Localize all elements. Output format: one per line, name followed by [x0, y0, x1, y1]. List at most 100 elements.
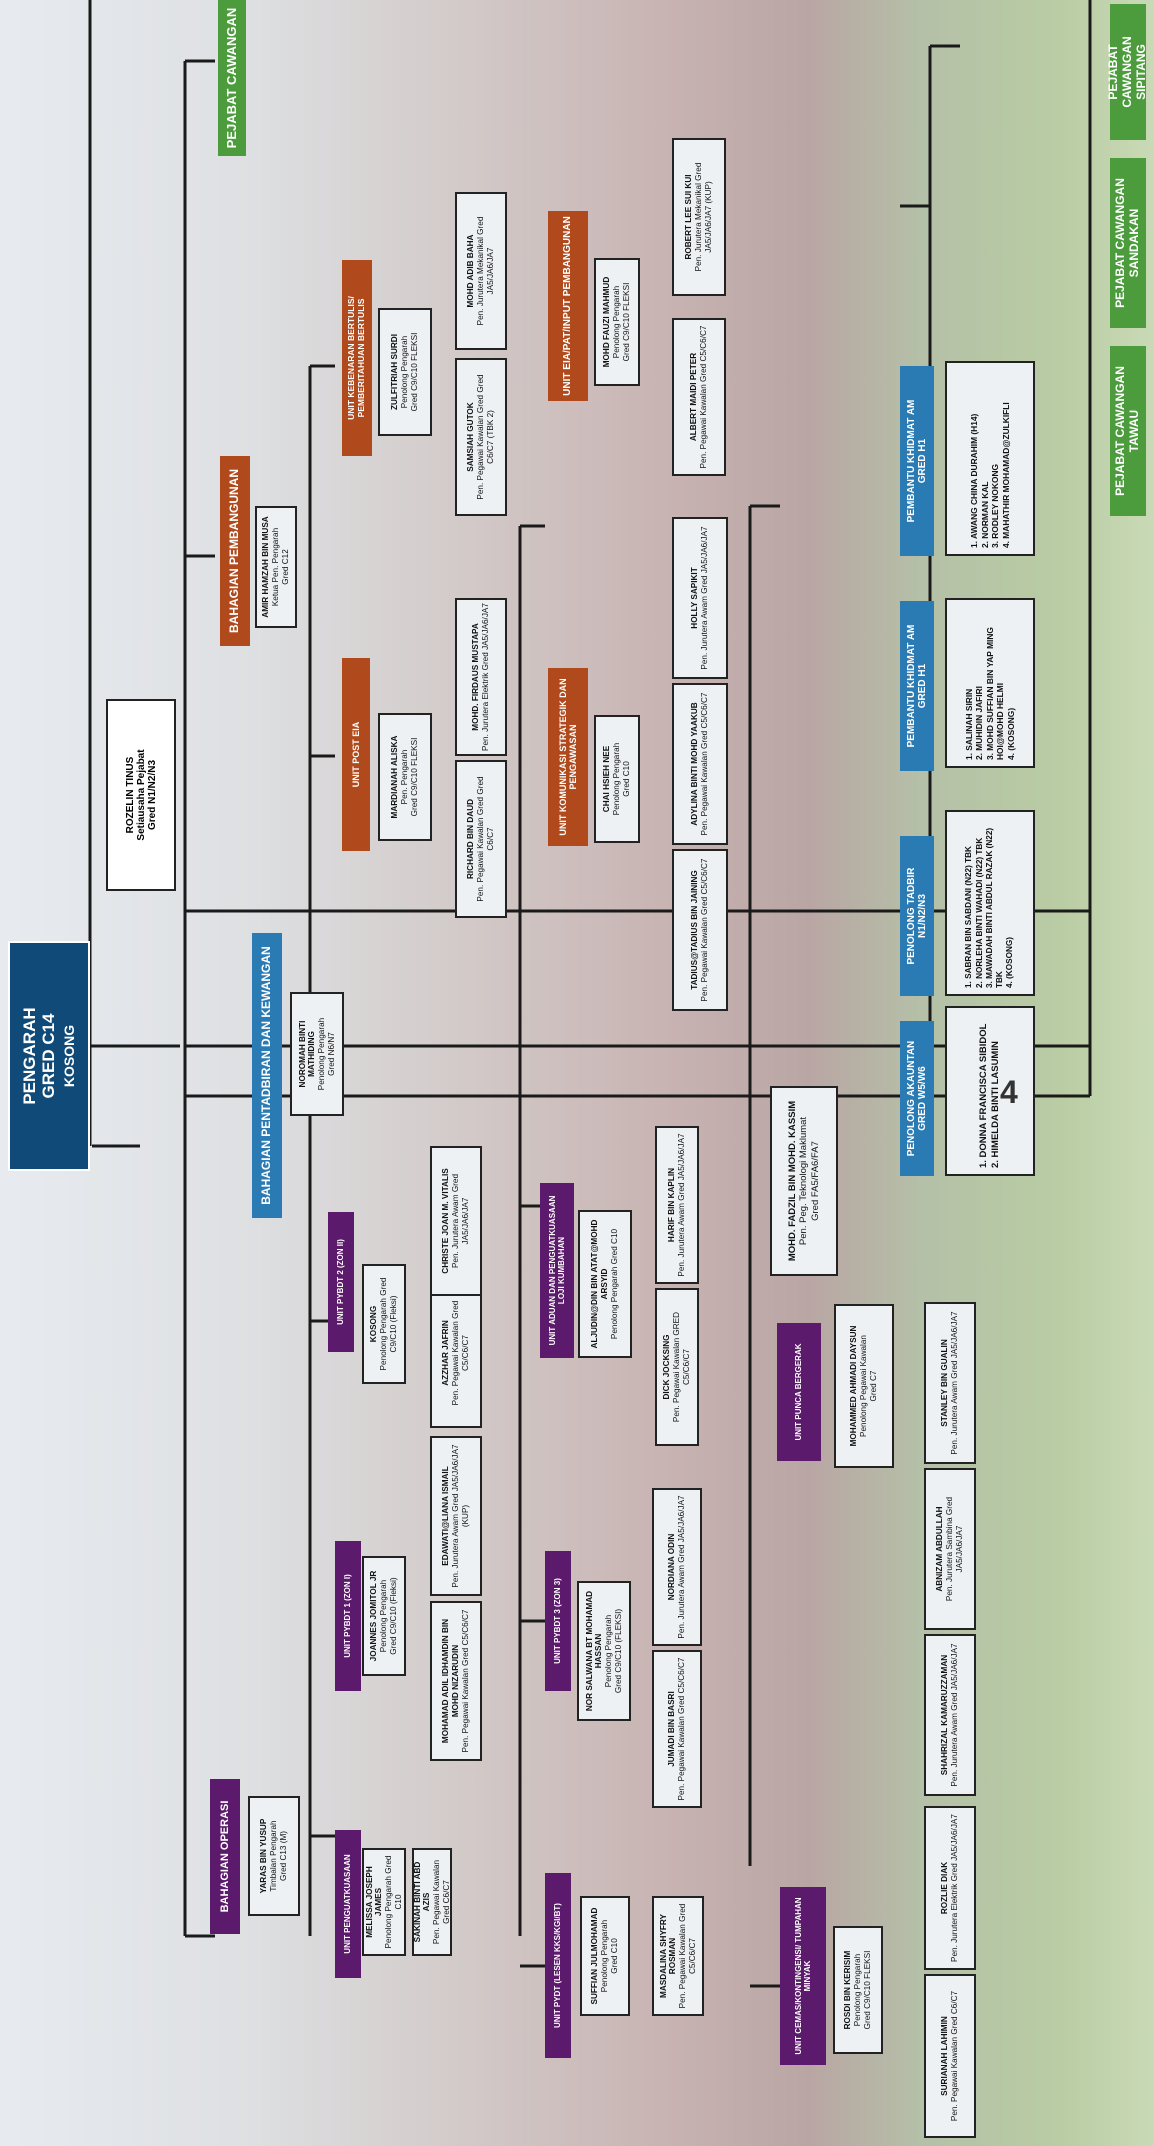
person-name: SAKINAH BINTI ABD AZIS [412, 1861, 432, 1943]
person-role: Penolong Pegawai Kawalan [859, 1335, 869, 1437]
pembantu-khidmat-2-header: PEMBANTU KHIDMAT AM GRED H1 [900, 366, 934, 556]
list-item: 2. NORMAN KAL [979, 481, 990, 548]
person-grade: Gred C13 (M) [278, 1830, 288, 1882]
staff-card: ALBERT MAIDI PETER Pen. Pegawai Kawalan … [672, 318, 726, 476]
unit-aduan-header: UNIT ADUAN DAN PENGUATKUASAAN LOJI KUMBA… [540, 1183, 574, 1358]
penolong-akauntan-header: PENOLONG AKAUNTAN GRED W5/W6 [900, 1021, 934, 1176]
person-name: CHRISTE JOAN M. VITALIS [441, 1168, 451, 1274]
person-name: ROBERT LEE SUI KUI [684, 174, 694, 260]
unit-penguatkuasaan-head-card: MELISSA JOSEPH JAMES Penolong Pengarah G… [362, 1848, 406, 1956]
person-name: MOHD. FADZIL BIN MOHD. KASSIM [787, 1100, 799, 1262]
staff-card: JUMADI BIN BASRI Pen. Pegawai Kawalan Gr… [652, 1650, 702, 1808]
penolong-tadbir-list: 1. SABRAN BIN SABDANI (N22) TBK 2. NORLE… [945, 810, 1035, 996]
list-item: 1. DONNA FRANCISCA SIBIDOL [978, 1023, 990, 1168]
person-role: Pen. Jurutera Elektrik Gred JA5/JA6/JA7 [481, 603, 490, 751]
person-role: Pen. Pegawai Kawalan Gred Gred C6/C7 (TB… [476, 374, 495, 500]
pejabat-cawangan-header: PEJABAT CAWANGAN [218, 0, 246, 156]
person-role: Penolong Pengarah Gred C10 [609, 1228, 619, 1340]
unit-pydt-lesen-head-card: SUFFIAN JULMOHAMAD Penolong Pengarah Gre… [580, 1896, 630, 2016]
staff-card: CHRISTE JOAN M. VITALIS Pen. Jurutera Aw… [430, 1146, 482, 1296]
person-role: Pen. Jurutera Awam Gred JA5/JA6/JA7 [700, 526, 709, 670]
unit-cemas-header: UNIT CEMAS/KONTINGENSI/ TUMPAHAN MINYAK [780, 1887, 826, 2065]
staff-card: HOLLY SAPIKIT Pen. Jurutera Awam Gred JA… [672, 517, 728, 679]
person-name: SUFFIAN JULMOHAMAD [590, 1907, 600, 2005]
staff-card: HARIF BIN KAPLIN Pen. Jurutera Awam Gred… [655, 1126, 699, 1284]
person-grade: Gred N6/N7 [326, 1032, 336, 1076]
page-number: 4 [1000, 1074, 1018, 1110]
setiausaha-role: Setiausaha Pejabat [135, 749, 147, 841]
person-name: MOHD FAUZI MAHMUD [602, 276, 612, 368]
staff-card: MOHD. FIRDAUS MUSTAPA Pen. Jurutera Elek… [455, 598, 507, 756]
person-name: ZULFITRIAH SURDI [390, 334, 400, 410]
person-role: Pen. Jurutera Awam Gred JA5/JA6/JA7 [950, 1643, 959, 1787]
list-item: 3. RODLEY NOKONG [990, 463, 1000, 548]
staff-card: SURIANAH LAHIMIN Pen. Pegawai Kawalan Gr… [924, 1974, 976, 2138]
person-name: NOR SALWANA BT MOHAMAD HASSAN [584, 1590, 604, 1712]
person-name: ROZLIE DIAK [940, 1861, 950, 1915]
person-name: SAMSIAH GUTOK [466, 402, 476, 472]
bahagian-operasi-header: BAHAGIAN OPERASI [210, 1779, 240, 1934]
person-role: Pen. Pegawai Kawalan Gred C5/C6/C7 [677, 1657, 686, 1801]
list-item: 2. MUHIDIN JAFIRI [974, 686, 985, 760]
list-item: 3. MOHD SUFFIAN BIN YAP MING HOI@MOHD HE… [984, 627, 1006, 760]
staff-card: STANLEY BIN GUALIN Pen. Jurutera Awam Gr… [924, 1302, 976, 1464]
person-name: SHAHRIZAL KAMARUZZAMAN [940, 1654, 950, 1776]
person-grade: Gred C9/C10 (Fleksi) [388, 1577, 398, 1655]
penolong-tadbir-header: PENOLONG TADBIR N1/N2/N3 [900, 836, 934, 996]
pembantu-khidmat-1-list: 1. SALINAH SIRIN 2. MUHIDIN JAFIRI 3. MO… [945, 598, 1035, 768]
person-name: HOLLY SAPIKIT [690, 567, 700, 629]
staff-card: SAMSIAH GUTOK Pen. Pegawai Kawalan Gred … [455, 358, 507, 516]
person-role: Pen. Pegawai Kawalan Gred Gred C6/C7 [476, 776, 495, 902]
pengarah-status: KOSONG [60, 1024, 77, 1088]
unit-punca-header: UNIT PUNCA BERGERAK [777, 1323, 821, 1461]
setiausaha-box: ROZELIN TINUS Setiausaha Pejabat Gred N1… [106, 699, 176, 891]
staff-card: MOHAMAD ADIL IDHAMDIN BIN MOHD NIZARUDIN… [430, 1601, 482, 1761]
unit-kebenaran-header: UNIT KEBENARAN BERTULIS/ PEMBERITAHUAN B… [342, 260, 372, 456]
person-name: NORDIANA ODIN [667, 1533, 677, 1601]
staff-card: ROZLIE DIAK Pen. Jurutera Elektrik Gred … [924, 1806, 976, 1970]
pengarah-title: PENGARAH [20, 1007, 40, 1105]
unit-komunikasi-head-card: CHAI HSIEH NEE Penolong Pengarah Gred C1… [594, 715, 640, 843]
bahagian-pentadbiran-header: BAHAGIAN PENTADBIRAN DAN KEWANGAN [252, 933, 282, 1218]
person-role: Penolong Pengarah [612, 285, 622, 359]
unit-pydt-lesen-header: UNIT PYDT (LESEN KKS/KGI/BT) [545, 1873, 571, 2058]
person-role: Pen. Jurutera Mekanikal Gred JA5/JA6/JA7 [476, 216, 495, 326]
person-role: Pen. Pegawai Kawalan Gred C6/C7 [950, 1990, 959, 2122]
person-role: Pen. Jurutera Awam Gred JA5/JA6/JA7 [451, 1173, 470, 1269]
person-name: STANLEY BIN GUALIN [940, 1339, 950, 1427]
staff-card: MOHD ADIB BAHA Pen. Jurutera Mekanikal G… [455, 192, 507, 350]
list-item: 2. NORLEHA BINTI WAHADI (N22) TBK [974, 837, 984, 988]
person-name: ALBERT MAIDI PETER [689, 352, 699, 442]
staff-card: RICHARD BIN DAUD Pen. Pegawai Kawalan Gr… [455, 760, 507, 918]
person-role: Pen. Pegawai Kawalan Gred C5/C6/C7 [700, 692, 709, 836]
person-role: Penolong Pengarah Gred C10 [384, 1855, 403, 1949]
person-grade: Gred C9/C10 (FLEKSI) [613, 1608, 623, 1694]
person-role: Penolong Pengarah [604, 1614, 613, 1688]
person-role: Pen. Pegawai Kawalan Gred C5/C6/C7 [451, 1300, 470, 1406]
person-role: Ketua Pen. Pengarah [271, 527, 281, 607]
person-role: Pen. Pegawai Kawalan GRED C5/C6/C7 [672, 1311, 691, 1423]
list-item: 4. MAHATHIR MOHAMAD@ZULKIFLI [1000, 402, 1011, 548]
cawangan-tawau: PEJABAT CAWANGAN TAWAU [1110, 346, 1146, 516]
unit-pybdt2-header: UNIT PYBDT 2 (ZON II) [328, 1212, 354, 1352]
unit-punca-head-card: MOHAMMED AHMADI DAYSUN Penolong Pegawai … [834, 1304, 894, 1468]
staff-card: ABNIZAM ABDULLAH Pen. Jurutera Sambina G… [924, 1468, 976, 1630]
person-grade: Gred C9/C10 FLEKSI [862, 1950, 872, 2030]
list-item: 1. SABRAN BIN SABDANI (N22) TBK [964, 846, 974, 988]
person-name: AMIR HAMZAH BIN MUSA [261, 516, 271, 618]
person-grade: Gred C7 [868, 1370, 878, 1402]
person-grade: Gred C9/C10 FLEKSI [409, 332, 419, 412]
person-name: ABNIZAM ABDULLAH [935, 1506, 945, 1592]
person-name: TADIUS@TADIUS BIN JAINING [690, 870, 700, 990]
person-name: MELISSA JOSEPH JAMES [364, 1866, 384, 1938]
person-role: Penolong Pengarah [600, 1919, 610, 1993]
person-role: Pen. Jurutera Elektrik Gred JA5/JA6/JA7 [950, 1814, 959, 1962]
person-role: Timbalan Pengarah [269, 1820, 279, 1892]
person-name: AZZHAR JAFRIN [441, 1320, 451, 1386]
staff-card: MASDALINA SHYFRY ROSMAN Pen. Pegawai Kaw… [652, 1896, 704, 2016]
unit-eia-head-card: MOHD FAUZI MAHMUD Penolong Pengarah Gred… [594, 258, 640, 386]
staff-card: ADYLINA BINTI MOHD YAAKUB Pen. Pegawai K… [672, 683, 728, 845]
person-name: YARAS BIN YUSUP [259, 1818, 269, 1894]
unit-cemas-head-card: ROSDI BIN KERISIM Penolong Pengarah Gred… [833, 1926, 883, 2054]
